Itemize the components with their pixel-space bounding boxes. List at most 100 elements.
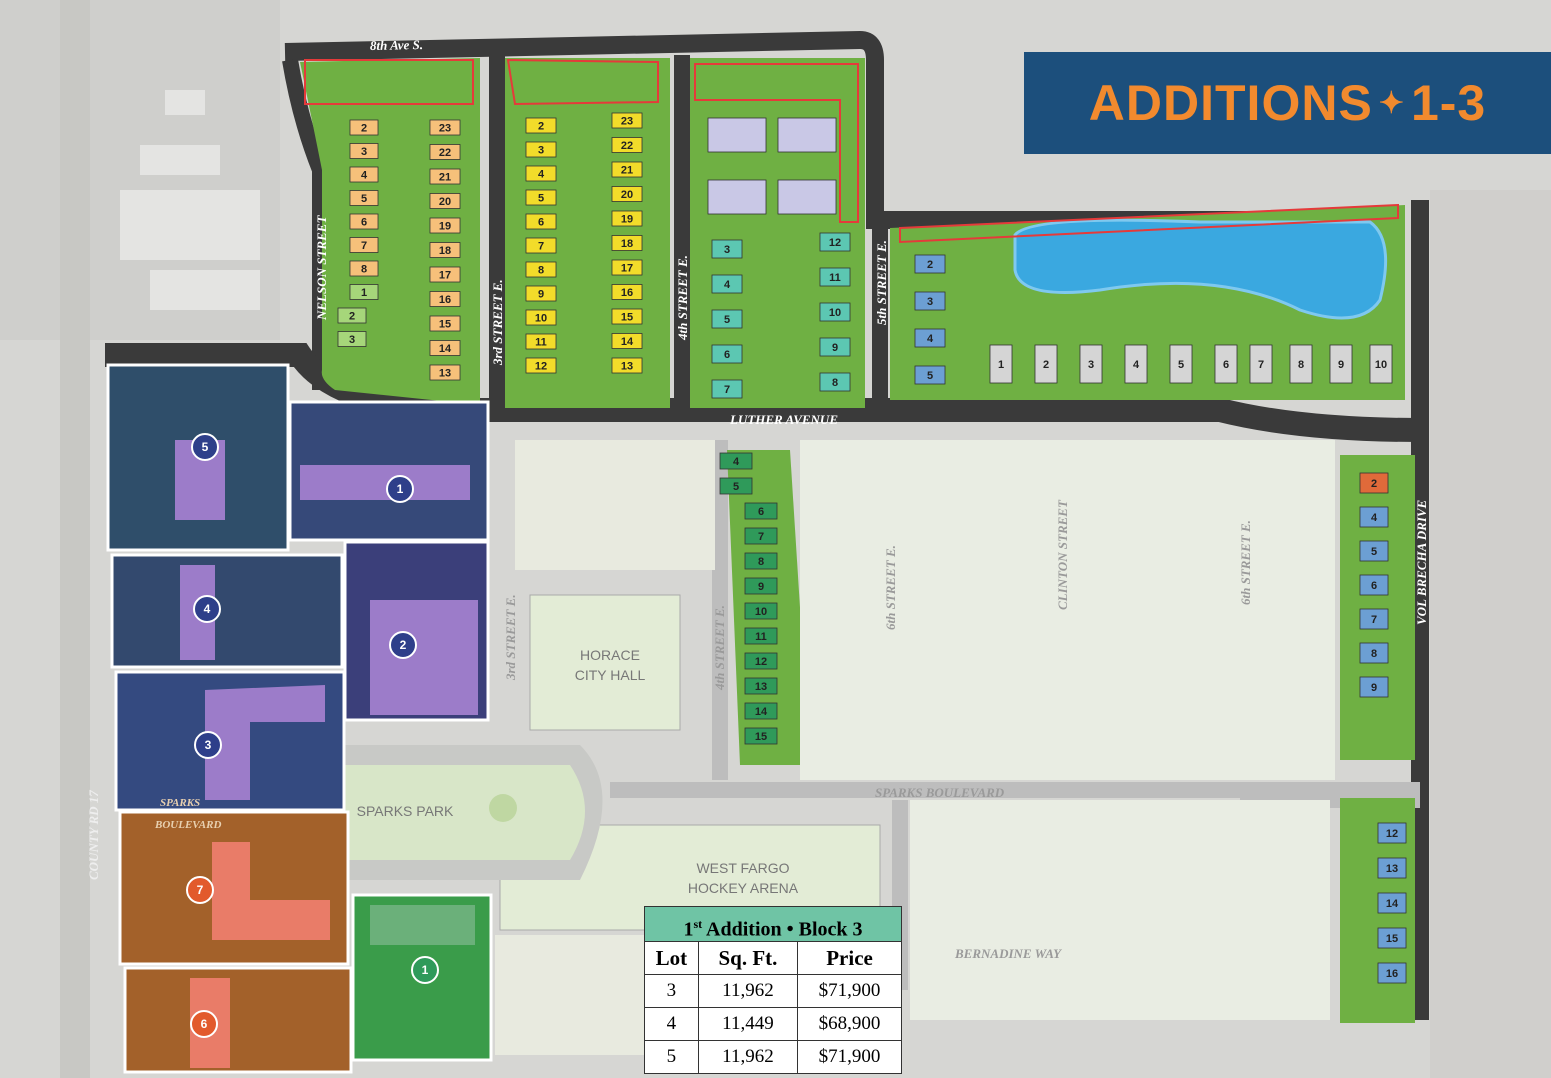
lot-third-right[interactable]: 23 — [611, 112, 643, 129]
lot-pond-row[interactable]: 3 — [1079, 344, 1103, 384]
lot-east-upper[interactable]: 6 — [1359, 574, 1389, 596]
lot-third-left[interactable]: 2 — [525, 117, 557, 134]
lot-block-3[interactable]: 5 — [719, 477, 753, 495]
lot-third-right[interactable]: 18 — [611, 235, 643, 251]
lot-nelson-right[interactable]: 14 — [429, 340, 461, 356]
lot-third-left[interactable]: 9 — [525, 285, 557, 302]
lot-east-lower[interactable]: 13 — [1377, 857, 1407, 879]
lot-nelson-left[interactable]: 2 — [349, 119, 379, 136]
lot-pond-row[interactable]: 7 — [1249, 344, 1273, 384]
lot-fifth-left[interactable]: 2 — [914, 254, 946, 274]
lot-fourth-right[interactable]: 12 — [819, 232, 851, 252]
commercial-lot-marker[interactable]: 3 — [194, 731, 222, 759]
lot-fifth-left[interactable]: 3 — [914, 291, 946, 311]
lot-block-3[interactable]: 12 — [744, 652, 778, 670]
lot-fourth-right[interactable]: 11 — [819, 267, 851, 287]
lot-fifth-left[interactable]: 5 — [914, 365, 946, 385]
commercial-lot-marker[interactable]: 1 — [411, 956, 439, 984]
lot-nelson-right[interactable]: 23 — [429, 119, 461, 136]
lot-block-3[interactable]: 4 — [719, 452, 753, 470]
lot-block-3[interactable]: 10 — [744, 602, 778, 620]
lot-fourth-right[interactable]: 10 — [819, 302, 851, 322]
lot-nelson-right[interactable]: 22 — [429, 144, 461, 160]
lot-third-right[interactable]: 21 — [611, 161, 643, 178]
lot-nelson-left[interactable]: 1 — [349, 284, 379, 300]
lot-fourth-right[interactable]: 9 — [819, 337, 851, 357]
lot-east-upper[interactable]: 5 — [1359, 540, 1389, 562]
lot-condo-building[interactable] — [777, 117, 837, 153]
lot-nelson-left[interactable]: 8 — [349, 260, 379, 277]
lot-pond-row[interactable]: 5 — [1169, 344, 1193, 384]
lot-fourth-left[interactable]: 7 — [711, 379, 743, 399]
commercial-lot-marker[interactable]: 7 — [186, 876, 214, 904]
lot-third-right[interactable]: 16 — [611, 284, 643, 300]
lot-third-left[interactable]: 5 — [525, 189, 557, 206]
lot-nelson-right[interactable]: 17 — [429, 266, 461, 283]
lot-nelson-right[interactable]: 15 — [429, 315, 461, 332]
lot-nelson-left[interactable]: 2 — [337, 307, 367, 324]
lot-third-right[interactable]: 15 — [611, 308, 643, 325]
lot-fourth-left[interactable]: 3 — [711, 239, 743, 259]
lot-pond-row[interactable]: 4 — [1124, 344, 1148, 384]
lot-block-3[interactable]: 8 — [744, 552, 778, 570]
lot-nelson-right[interactable]: 18 — [429, 242, 461, 258]
lot-third-right[interactable]: 22 — [611, 137, 643, 153]
lot-nelson-right[interactable]: 20 — [429, 193, 461, 209]
lot-nelson-left[interactable]: 7 — [349, 237, 379, 253]
commercial-lot-marker[interactable]: 6 — [190, 1010, 218, 1038]
commercial-lot-marker[interactable]: 2 — [389, 631, 417, 659]
lot-fourth-left[interactable]: 6 — [711, 344, 743, 364]
lot-block-3[interactable]: 15 — [744, 727, 778, 745]
lot-pond-row[interactable]: 2 — [1034, 344, 1058, 384]
lot-nelson-left[interactable]: 6 — [349, 213, 379, 230]
lot-third-left[interactable]: 7 — [525, 237, 557, 254]
lot-third-left[interactable]: 3 — [525, 141, 557, 158]
lot-east-upper[interactable]: 2 — [1359, 472, 1389, 494]
commercial-lot-marker[interactable]: 1 — [386, 475, 414, 503]
lot-nelson-right[interactable]: 19 — [429, 217, 461, 234]
lot-fifth-left[interactable]: 4 — [914, 328, 946, 348]
lot-third-right[interactable]: 17 — [611, 259, 643, 276]
lot-block-3[interactable]: 14 — [744, 702, 778, 720]
lot-third-left[interactable]: 12 — [525, 357, 557, 374]
lot-nelson-right[interactable]: 16 — [429, 291, 461, 307]
lot-east-lower[interactable]: 14 — [1377, 892, 1407, 914]
lot-east-upper[interactable]: 7 — [1359, 608, 1389, 630]
lot-third-right[interactable]: 14 — [611, 333, 643, 349]
commercial-lot-marker[interactable]: 4 — [193, 595, 221, 623]
lot-pond-row[interactable]: 8 — [1289, 344, 1313, 384]
lot-condo-building[interactable] — [777, 179, 837, 215]
lot-pond-row[interactable]: 6 — [1214, 344, 1238, 384]
lot-nelson-right[interactable]: 21 — [429, 168, 461, 185]
lot-east-lower[interactable]: 15 — [1377, 927, 1407, 949]
lot-block-3[interactable]: 13 — [744, 677, 778, 695]
commercial-lot-marker[interactable]: 5 — [191, 433, 219, 461]
lot-third-right[interactable]: 19 — [611, 210, 643, 227]
lot-nelson-left[interactable]: 3 — [337, 331, 367, 347]
lot-east-lower[interactable]: 16 — [1377, 962, 1407, 984]
lot-pond-row[interactable]: 1 — [989, 344, 1013, 384]
lot-east-upper[interactable]: 4 — [1359, 506, 1389, 528]
lot-block-3[interactable]: 9 — [744, 577, 778, 595]
lot-pond-row[interactable]: 9 — [1329, 344, 1353, 384]
lot-nelson-left[interactable]: 5 — [349, 190, 379, 206]
lot-condo-building[interactable] — [707, 179, 767, 215]
lot-block-3[interactable]: 11 — [744, 627, 778, 645]
lot-third-left[interactable]: 8 — [525, 261, 557, 278]
lot-third-left[interactable]: 10 — [525, 309, 557, 326]
lot-nelson-right[interactable]: 13 — [429, 364, 461, 381]
lot-east-lower[interactable]: 12 — [1377, 822, 1407, 844]
lot-fourth-right[interactable]: 8 — [819, 372, 851, 392]
lot-third-right[interactable]: 13 — [611, 357, 643, 374]
lot-nelson-left[interactable]: 4 — [349, 166, 379, 183]
lot-third-left[interactable]: 6 — [525, 213, 557, 230]
lot-third-right[interactable]: 20 — [611, 186, 643, 202]
lot-block-3[interactable]: 6 — [744, 502, 778, 520]
lot-pond-row[interactable]: 10 — [1369, 344, 1393, 384]
lot-block-3[interactable]: 7 — [744, 527, 778, 545]
lot-condo-building[interactable] — [707, 117, 767, 153]
lot-east-upper[interactable]: 8 — [1359, 642, 1389, 664]
lot-third-left[interactable]: 11 — [525, 333, 557, 350]
lot-east-upper[interactable]: 9 — [1359, 676, 1389, 698]
lot-third-left[interactable]: 4 — [525, 165, 557, 182]
